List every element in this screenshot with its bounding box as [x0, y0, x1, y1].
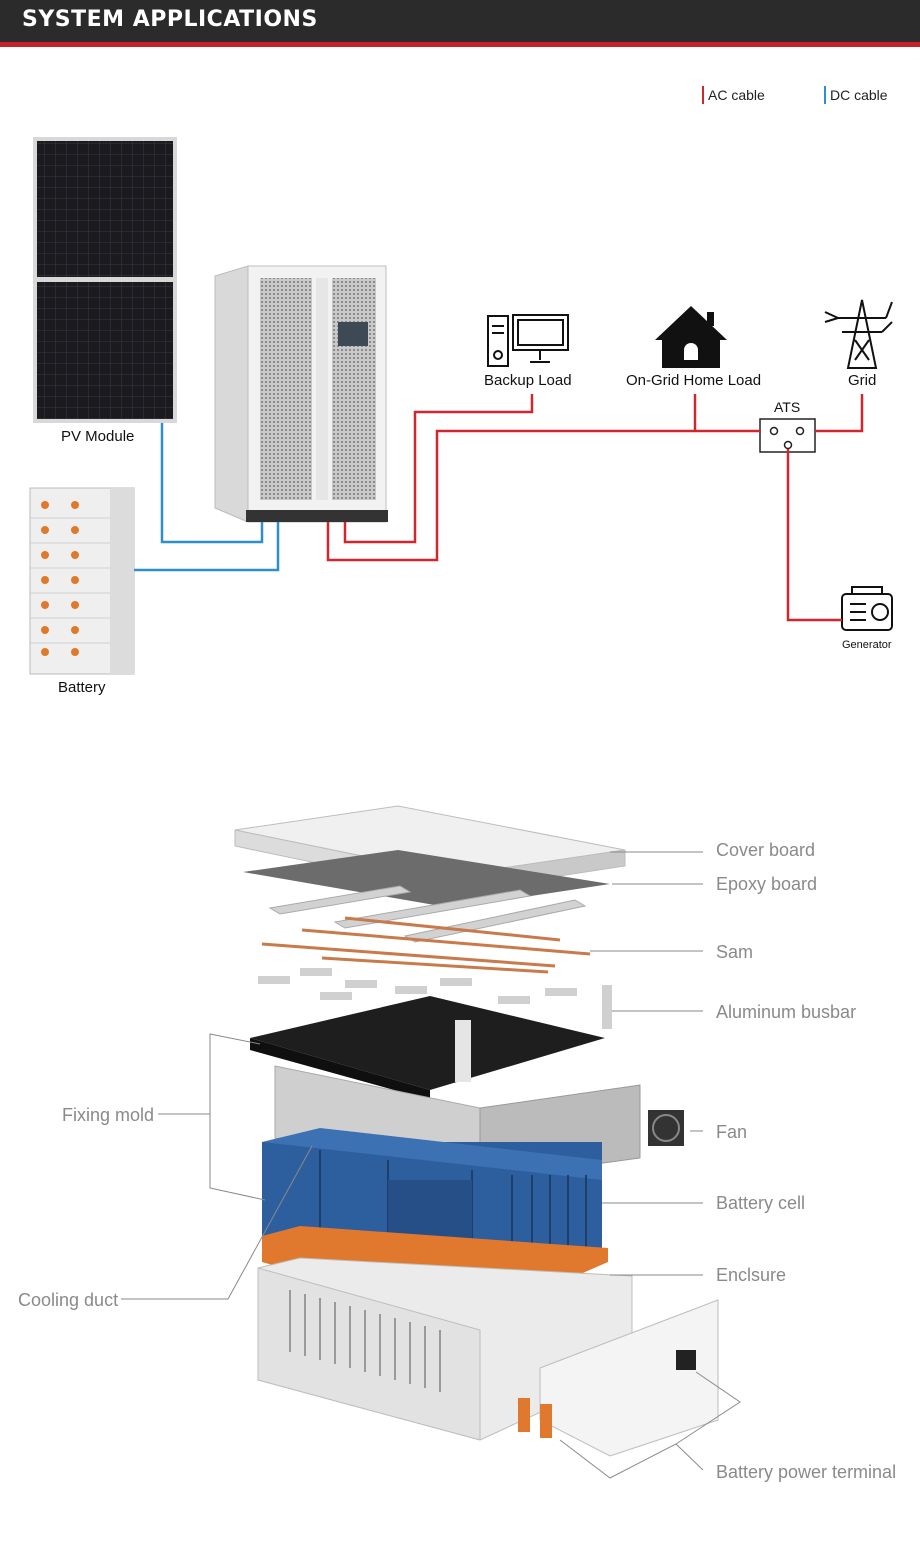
inverter-cabinet-icon [214, 265, 388, 523]
legend-ac: AC cable [702, 86, 765, 104]
page-title: SYSTEM APPLICATIONS [22, 7, 318, 32]
sam-label: Sam [716, 942, 754, 962]
ac-cables [326, 394, 864, 622]
fan-label: Fan [716, 1122, 748, 1142]
grid-label: Grid [848, 372, 877, 389]
battery-cell-shapes [262, 1128, 602, 1284]
house-icon [655, 306, 727, 368]
battery-cell-label: Battery cell [716, 1193, 806, 1213]
cover-board-shape [234, 805, 626, 893]
fixing-mold-shape [250, 996, 605, 1100]
dc-cable-swatch [824, 86, 826, 104]
generator-label: Generator [842, 639, 892, 651]
ac-cable-label: AC cable [708, 87, 765, 103]
enclosure-shape [257, 1257, 719, 1457]
generator-icon [841, 586, 893, 631]
header-bar: SYSTEM APPLICATIONS [0, 0, 920, 47]
aluminum-busbar-shapes [258, 968, 612, 1029]
battery-rack-icon [29, 487, 135, 675]
battery-power-terminal-label: Battery power terminal [716, 1462, 897, 1482]
aluminum-busbar-label: Aluminum busbar [716, 1002, 857, 1022]
fixing-mold-label: Fixing mold [62, 1105, 155, 1125]
pv-module-icon [33, 137, 177, 423]
epoxy-board-label: Epoxy board [716, 874, 818, 894]
leader-lines [121, 851, 741, 1479]
cover-board-label: Cover board [716, 840, 816, 860]
legend-dc: DC cable [824, 86, 888, 104]
cooling-duct-shape [274, 1065, 641, 1181]
ats-switch-icon [759, 418, 816, 453]
computer-icon [487, 314, 569, 367]
ats-label: ATS [774, 399, 801, 415]
battery-power-terminal-shapes [518, 1350, 696, 1438]
on-grid-home-load-label: On-Grid Home Load [626, 372, 762, 389]
cooling-duct-label: Cooling duct [18, 1290, 119, 1310]
ac-cable-swatch [702, 86, 704, 104]
pv-module-label: PV Module [61, 428, 135, 445]
bracket-shapes [268, 885, 587, 943]
orange-tray-shape [262, 1226, 608, 1322]
fan-shapes [562, 1110, 684, 1182]
backup-load-label: Backup Load [484, 372, 572, 389]
sam-strips [261, 916, 591, 974]
transmission-tower-icon [824, 299, 893, 369]
enclosure-label: Enclsure [716, 1265, 787, 1285]
dc-cables [134, 423, 280, 572]
dc-cable-label: DC cable [830, 87, 888, 103]
epoxy-board-shape [243, 850, 610, 908]
battery-label: Battery [58, 679, 106, 696]
system-diagram [29, 137, 893, 675]
